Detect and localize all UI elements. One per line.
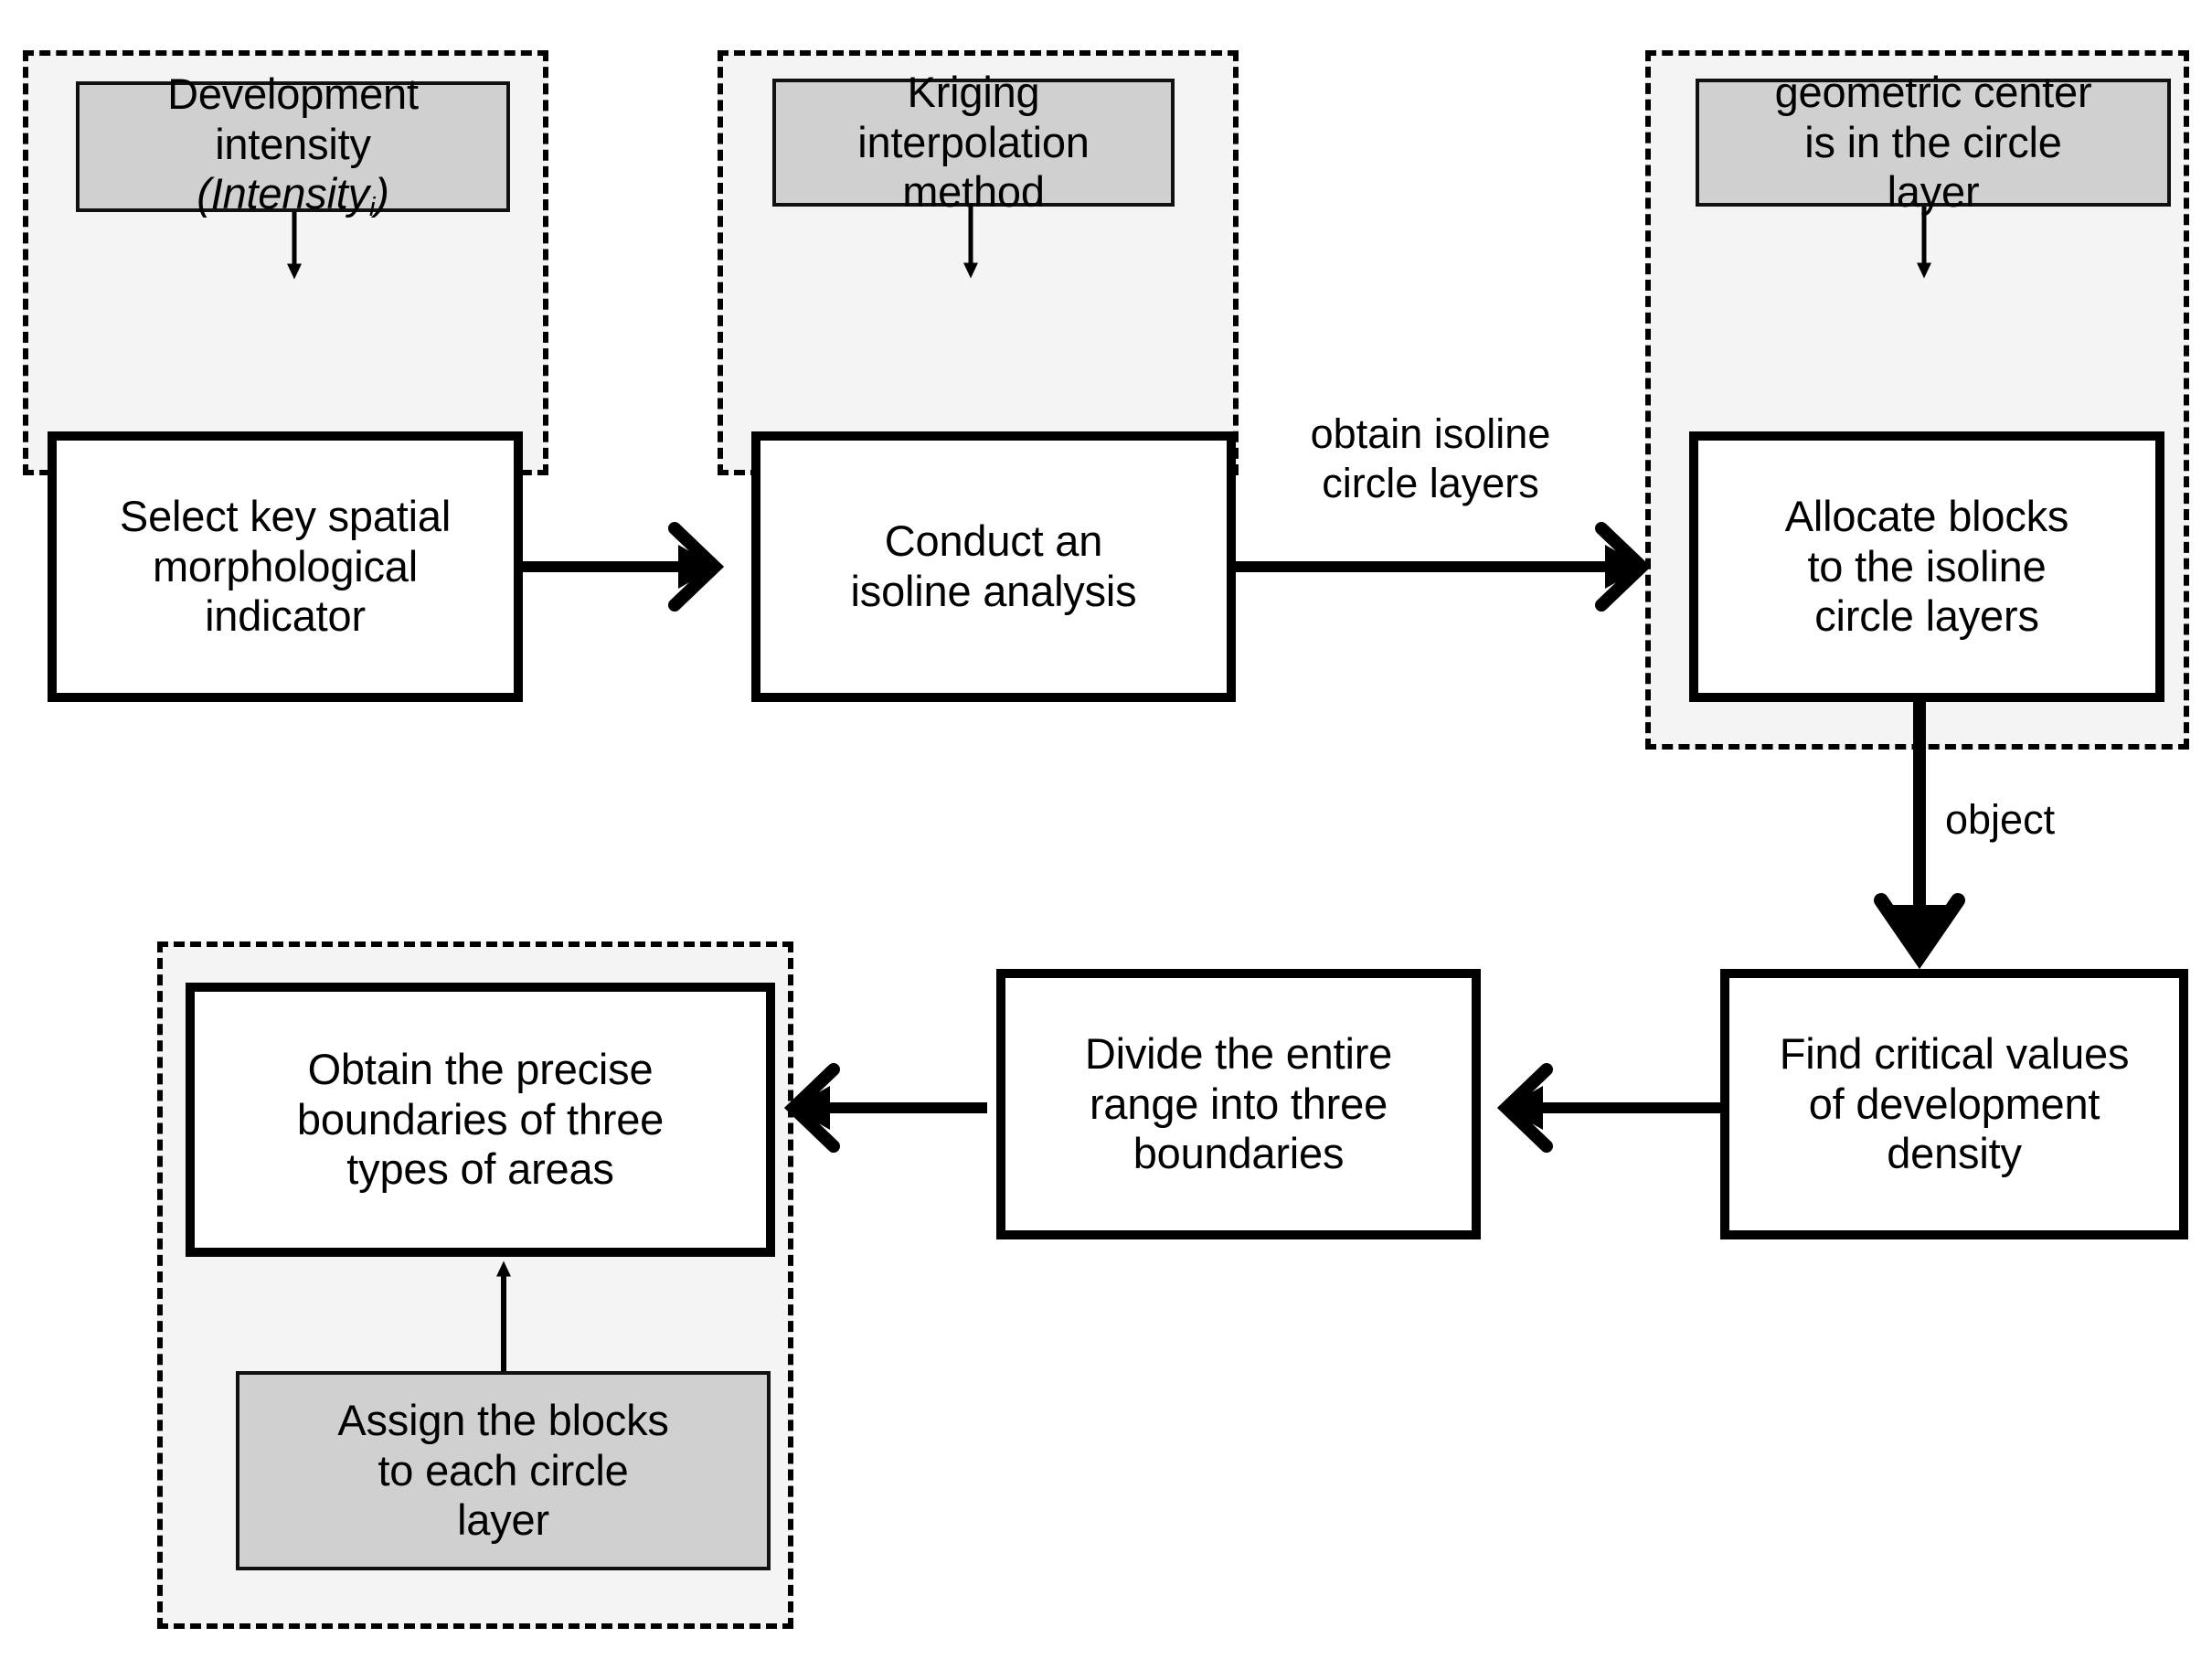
arrowhead-isoline-to-allocate xyxy=(1595,522,1652,612)
node-obtain-boundaries-label: Obtain the precise boundaries of three t… xyxy=(296,1045,665,1194)
edge-label-object: object xyxy=(1945,796,2056,843)
arrowhead-critical-to-divide xyxy=(1496,1063,1553,1153)
node-assign-blocks[interactable]: Assign the blocks to each circle layer xyxy=(236,1371,771,1570)
node-find-critical-values[interactable]: Find critical values of development dens… xyxy=(1720,969,2188,1239)
node-geometric-center-rule-label: geometric center is in the circle layer xyxy=(1774,68,2092,217)
node-geometric-center-rule[interactable]: geometric center is in the circle layer xyxy=(1696,68,2171,216)
node-allocate-blocks[interactable]: Allocate blocks to the isoline circle la… xyxy=(1689,431,2164,702)
node-allocate-blocks-label: Allocate blocks to the isoline circle la… xyxy=(1784,492,2069,641)
node-isoline-analysis[interactable]: Conduct an isoline analysis xyxy=(751,431,1236,702)
edge-label-obtain-isoline-circle-layers: obtain isoline circle layers xyxy=(1310,410,1551,506)
node-kriging-method[interactable]: Kriging interpolation method xyxy=(772,68,1175,216)
node-divide-range[interactable]: Divide the entire range into three bound… xyxy=(996,969,1481,1239)
node-obtain-boundaries[interactable]: Obtain the precise boundaries of three t… xyxy=(186,983,775,1257)
arrowhead-indicator-to-isoline xyxy=(668,522,725,612)
arrowhead-allocate-to-critical xyxy=(1874,893,1965,970)
node-divide-range-label: Divide the entire range into three bound… xyxy=(1084,1029,1393,1178)
node-kriging-method-label: Kriging interpolation method xyxy=(857,68,1090,217)
node-select-indicator[interactable]: Select key spatial morphological indicat… xyxy=(48,431,523,702)
node-find-critical-values-label: Find critical values of development dens… xyxy=(1779,1029,2130,1178)
node-development-intensity[interactable]: Development intensity (Intensityi) xyxy=(76,69,510,222)
node-assign-blocks-label: Assign the blocks to each circle layer xyxy=(337,1396,669,1545)
node-isoline-analysis-label: Conduct an isoline analysis xyxy=(850,516,1137,615)
arrowhead-divide-to-obtain xyxy=(783,1063,840,1153)
node-select-indicator-label: Select key spatial morphological indicat… xyxy=(119,492,452,641)
node-development-intensity-label: Development intensity (Intensityi) xyxy=(167,69,419,223)
